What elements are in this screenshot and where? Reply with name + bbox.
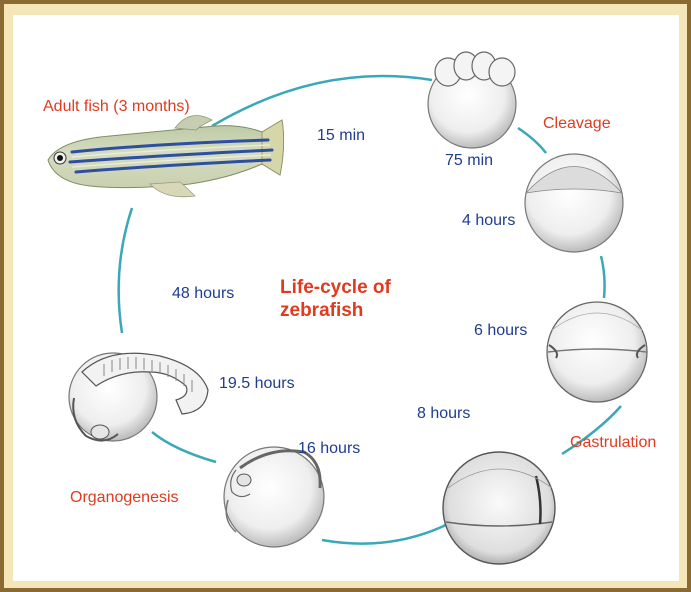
time-label-6h: 6 hours — [474, 322, 527, 340]
arc-segmentation-to-pharyngula — [152, 432, 216, 462]
blastula-embryo-icon — [525, 154, 623, 252]
time-label-4h: 4 hours — [462, 212, 515, 230]
late-gastrula-embryo-icon — [443, 452, 555, 564]
diagram-title: Life-cycle of zebrafish — [280, 276, 391, 322]
arc-gastrula-to-segmentation — [322, 524, 448, 544]
time-label-75min: 75 min — [445, 152, 493, 170]
diagram-title-line1: Life-cycle of — [280, 276, 391, 299]
arc-adult-to-cleavage — [212, 76, 432, 126]
zebrafish-icon — [48, 116, 284, 197]
time-label-16h: 16 hours — [298, 440, 360, 458]
time-label-19-5h: 19.5 hours — [219, 375, 295, 393]
time-label-48h: 48 hours — [172, 285, 234, 303]
arc-blastula-to-shield — [601, 256, 605, 298]
stage-label-cleavage: Cleavage — [543, 115, 611, 133]
diagram-title-line2: zebrafish — [280, 299, 391, 322]
stage-label-gastrulation: Gastrulation — [570, 434, 656, 452]
stage-label-organogenesis: Organogenesis — [70, 489, 179, 507]
time-label-15min: 15 min — [317, 127, 365, 145]
pharyngula-embryo-icon — [69, 353, 208, 441]
arc-pharyngula-to-adult — [119, 208, 132, 333]
stage-label-adult: Adult fish (3 months) — [43, 98, 190, 116]
time-label-8h: 8 hours — [417, 405, 470, 423]
cleavage-embryo-icon — [428, 52, 516, 148]
early-gastrula-embryo-icon — [547, 302, 647, 402]
arc-cleavage-to-blastula — [518, 128, 546, 153]
segmentation-embryo-icon — [224, 447, 324, 547]
